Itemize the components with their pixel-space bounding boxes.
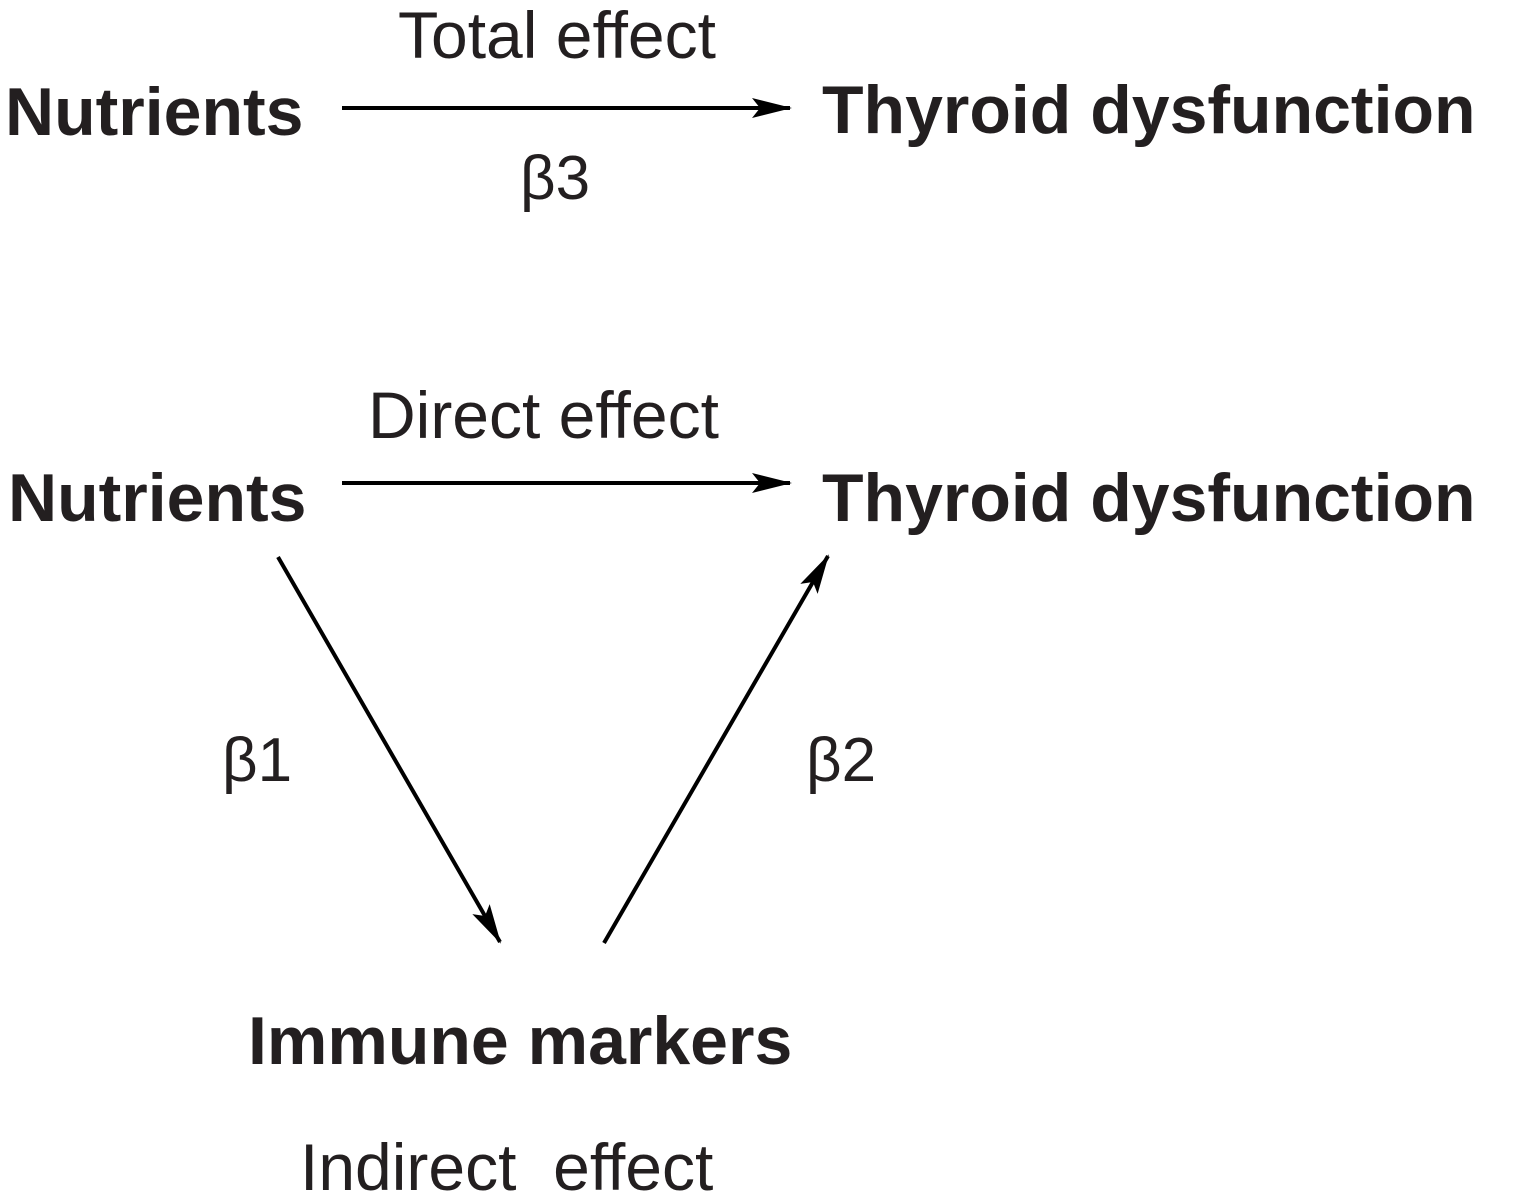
indirect-effect-label: Indirect effect bbox=[300, 1130, 714, 1204]
total-effect-label: Total effect bbox=[398, 0, 716, 72]
total-target-node: Thyroid dysfunction bbox=[822, 72, 1476, 148]
beta2-label: β2 bbox=[806, 726, 877, 795]
direct-target-node: Thyroid dysfunction bbox=[822, 460, 1476, 536]
beta3-label: β3 bbox=[520, 144, 591, 213]
beta1-arrow bbox=[276, 556, 502, 944]
total-source-node: Nutrients bbox=[5, 74, 304, 150]
mediator-node: Immune markers bbox=[248, 1003, 793, 1079]
beta1-label: β1 bbox=[222, 726, 293, 795]
direct-source-node: Nutrients bbox=[8, 460, 307, 536]
beta2-arrow bbox=[602, 554, 830, 945]
direct-effect-label: Direct effect bbox=[368, 378, 719, 452]
